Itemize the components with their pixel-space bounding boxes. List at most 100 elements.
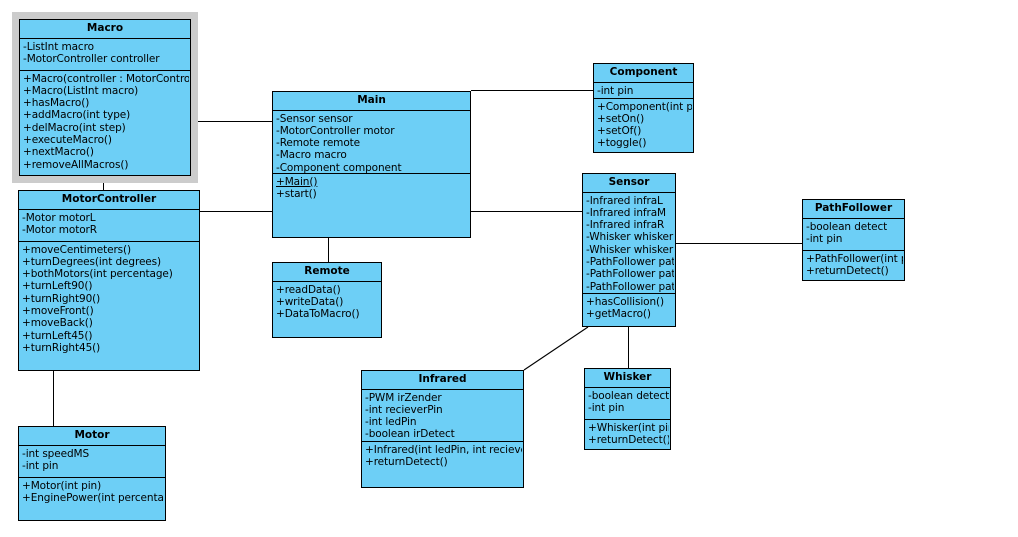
class-member: +turnLeft45() [22,329,93,342]
class-title-sensor: Sensor [583,174,675,193]
class-operations-pathfollower: +PathFollower(int pin) +returnDetect() [803,250,904,280]
class-box-sensor[interactable]: Sensor -Infrared infraL -Infrared infraM… [582,173,676,327]
class-member: +Macro(ListInt macro) [23,84,139,97]
class-member: -MotorController controller [23,52,160,65]
class-member: -boolean detect [806,220,888,233]
class-member: +turnLeft90() [22,280,93,293]
class-member: +moveCentimeters() [22,243,132,256]
class-member: +returnDetect() [365,455,448,468]
class-member: -boolean irDetect [365,428,455,441]
class-member: -PathFollower pathR [586,280,674,293]
class-member: +DataToMacro() [276,308,360,321]
class-member: +hasMacro() [23,97,90,110]
class-member: -Motor motorL [22,211,96,224]
class-attributes-component: -int pin [594,82,693,99]
class-operations-main: +Main() +start() [273,173,470,203]
class-member: +writeData() [276,295,344,308]
class-attributes-sensor: -Infrared infraL -Infrared infraM -Infra… [583,192,675,294]
class-member: -boolean detect [588,389,669,402]
class-member: -int pin [588,401,625,414]
class-member: -int pin [22,459,59,472]
class-box-infrared[interactable]: Infrared -PWM irZender -int recieverPin … [361,370,524,488]
class-member: +Component(int pin) [597,100,692,113]
class-member: -PathFollower pathL [586,255,674,268]
association-sensor-whisker[interactable] [628,327,629,368]
class-title-pathfollower: PathFollower [803,200,904,219]
class-member: -Macro macro [276,149,347,162]
class-member: +turnRight45() [22,341,101,354]
association-motorcontroller-main[interactable] [200,211,273,212]
class-title-motor: Motor [19,427,165,446]
class-member: +bothMotors(int percentage) [22,268,173,281]
class-member: +nextMacro() [23,146,94,159]
class-member: -ListInt macro [23,40,94,53]
class-attributes-whisker: -boolean detect -int pin [585,387,670,420]
class-member: -Motor motorR [22,223,97,236]
class-member: -Sensor sensor [276,112,353,125]
class-attributes-pathfollower: -boolean detect -int pin [803,218,904,251]
class-member: -Component component [276,161,402,174]
class-title-component: Component [594,64,693,83]
association-main-remote[interactable] [328,238,329,262]
class-title-motorcontroller: MotorController [19,191,199,210]
class-box-pathfollower[interactable]: PathFollower -boolean detect -int pin +P… [802,199,905,281]
class-member: -PWM irZender [365,391,442,404]
class-member: -int pin [597,84,634,97]
class-attributes-macro: -ListInt macro -MotorController controll… [20,38,190,71]
class-operations-infrared: +Infrared(int ledPin, int recieverPin) +… [362,441,523,471]
class-member: +hasCollision() [586,295,665,308]
class-box-remote[interactable]: Remote +readData() +writeData() +DataToM… [272,262,382,338]
class-member: +setOf() [597,125,642,138]
class-member: +Whisker(int pin) [588,421,669,434]
class-member: -Infrared infraR [586,219,665,232]
class-box-whisker[interactable]: Whisker -boolean detect -int pin +Whiske… [584,368,671,450]
class-member: -MotorController motor [276,124,395,137]
association-macro-main[interactable] [190,121,273,122]
class-member: +returnDetect() [806,264,889,277]
class-box-macro[interactable]: Macro -ListInt macro -MotorController co… [12,12,198,183]
class-box-motor[interactable]: Motor -int speedMS -int pin +Motor(int p… [18,426,166,521]
class-box-motorcontroller[interactable]: MotorController -Motor motorL -Motor mot… [18,190,200,371]
class-member: +toggle() [597,137,647,150]
class-member: +PathFollower(int pin) [806,252,903,265]
class-attributes-motor: -int speedMS -int pin [19,445,165,478]
class-member: +setOn() [597,112,645,125]
class-member: -Whisker whiskerR [586,243,674,256]
class-title-main: Main [273,92,470,111]
class-member: +delMacro(int step) [23,121,126,134]
class-member: +Motor(int pin) [22,479,102,492]
association-main-sensor[interactable] [471,211,582,212]
class-operations-whisker: +Whisker(int pin) +returnDetect() [585,419,670,449]
association-motorcontroller-motor[interactable] [53,371,54,426]
class-operations-sensor: +hasCollision() +getMacro() [583,293,675,323]
class-member: -int recieverPin [365,403,443,416]
class-member: -Infrared infraM [586,206,667,219]
class-operations-motorcontroller: +moveCentimeters() +turnDegrees(int degr… [19,241,199,357]
class-member: -PathFollower pathM [586,268,674,281]
class-member: +Macro(controller : MotorController) [23,72,189,85]
class-title-remote: Remote [273,263,381,282]
class-operations-component: +Component(int pin) +setOn() +setOf() +t… [594,98,693,152]
class-member: -Remote remote [276,137,361,150]
class-member: -int speedMS [22,447,90,460]
class-operations-remote: +readData() +writeData() +DataToMacro() [273,281,381,323]
association-sensor-pathfollower[interactable] [676,243,802,244]
class-member: -Infrared infraL [586,194,663,207]
class-attributes-motorcontroller: -Motor motorL -Motor motorR [19,209,199,242]
class-member: +removeAllMacros() [23,158,129,171]
class-attributes-main: -Sensor sensor -MotorController motor -R… [273,110,470,174]
association-macro-motorcontroller[interactable] [103,176,104,190]
class-member: -Whisker whiskerL [586,231,674,244]
class-member: -int ledPin [365,416,417,429]
class-box-component[interactable]: Component -int pin +Component(int pin) +… [593,63,694,153]
class-title-infrared: Infrared [362,371,523,390]
class-member: +turnRight90() [22,292,101,305]
class-box-main[interactable]: Main -Sensor sensor -MotorController mot… [272,91,471,238]
class-title-whisker: Whisker [585,369,670,388]
association-main-component[interactable] [471,90,593,91]
class-member: +addMacro(int type) [23,109,131,122]
class-member: +start() [276,187,317,200]
class-member: +EnginePower(int percentage) [22,491,164,504]
